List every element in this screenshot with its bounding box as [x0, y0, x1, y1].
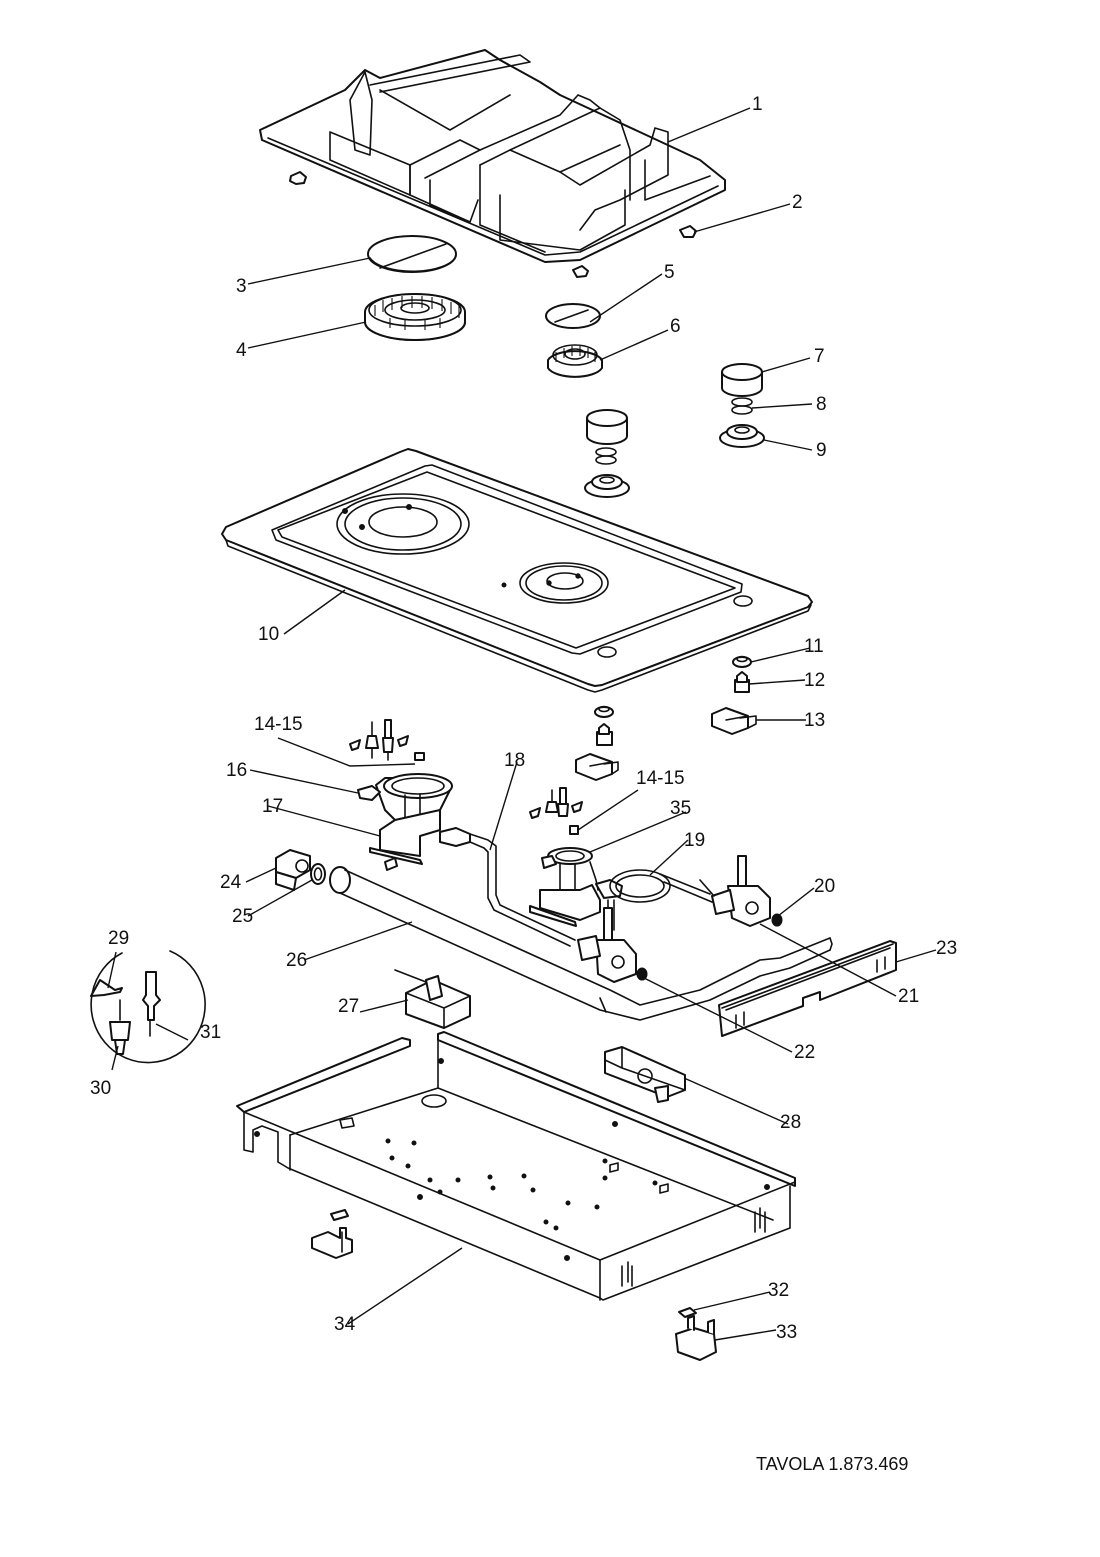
- part-bottom-casing: [236, 1031, 796, 1301]
- label-27: 27: [338, 996, 359, 1017]
- part-ignition-button: [734, 671, 750, 693]
- label-10: 10: [258, 624, 279, 645]
- label-30: 30: [90, 1078, 111, 1099]
- part-elbow-fitting: [275, 849, 311, 891]
- label-22: 22: [794, 1042, 815, 1063]
- part-ignition-button-cap: [732, 655, 752, 668]
- part-electrode-set-center: [529, 787, 583, 835]
- label-31: 31: [200, 1022, 221, 1043]
- part-microswitch-center: [575, 753, 619, 781]
- label-11: 11: [804, 636, 824, 657]
- label-14-15-center: 14-15: [636, 768, 685, 789]
- label-33: 33: [776, 1322, 797, 1343]
- part-control-knob-center: [586, 409, 628, 445]
- label-8: 8: [816, 394, 827, 415]
- label-12: 12: [804, 670, 825, 691]
- leader-lines: [107, 107, 937, 1341]
- footer-drawing-code: TAVOLA 1.873.469: [756, 1454, 908, 1474]
- label-13: 13: [804, 710, 825, 731]
- part-microswitch: [711, 707, 757, 735]
- part-knob-bezel-right: [719, 424, 765, 448]
- part-small-burner-cap: [545, 303, 601, 329]
- label-32: 32: [768, 1280, 789, 1301]
- part-electrode-set-left: [349, 719, 425, 761]
- part-injector-right: [771, 913, 783, 927]
- label-2: 2: [792, 192, 803, 213]
- label-6: 6: [670, 316, 681, 337]
- part-large-burner-crown: [364, 293, 466, 341]
- part-gas-tap-center: [577, 907, 637, 983]
- callout-labels: 1 2 3 4 5 6 7 8 9 10 11 12 13 14-15 16 1…: [90, 94, 957, 1343]
- part-knob-spring-center: [595, 447, 617, 465]
- part-top-plate: [221, 448, 813, 693]
- label-7: 7: [814, 346, 825, 367]
- part-front-panel-bracket: [718, 940, 897, 1037]
- part-large-burner-cap: [367, 235, 457, 273]
- part-burner-bracket: [369, 809, 471, 865]
- part-knob-bezel-center: [584, 474, 630, 498]
- label-35: 35: [670, 798, 691, 819]
- part-terminal-block: [604, 1046, 686, 1103]
- label-16: 16: [226, 760, 247, 781]
- label-20: 20: [814, 876, 835, 897]
- label-3: 3: [236, 276, 247, 297]
- label-9: 9: [816, 440, 827, 461]
- label-18: 18: [504, 750, 525, 771]
- label-24: 24: [220, 872, 242, 893]
- part-inset-electrodes: [90, 950, 206, 1064]
- part-ignition-button-cap-center: [594, 705, 614, 718]
- part-small-burner-crown: [547, 344, 603, 378]
- label-1: 1: [752, 94, 763, 115]
- part-fixing-clip-screw: [678, 1307, 697, 1318]
- label-19: 19: [684, 830, 705, 851]
- part-fixing-clip-left: [311, 1209, 353, 1259]
- label-14-15-left: 14-15: [254, 714, 303, 735]
- part-gas-manifold: [329, 857, 833, 1021]
- part-ignition-button-center: [596, 723, 613, 746]
- label-29: 29: [108, 928, 129, 949]
- label-4: 4: [236, 340, 247, 361]
- label-25: 25: [232, 906, 253, 927]
- part-knob-spring-right: [731, 397, 753, 415]
- part-control-knob-right: [721, 363, 763, 397]
- part-gas-pipe-small-burner: [607, 869, 713, 931]
- part-fixing-clip: [675, 1315, 717, 1361]
- part-injector-center: [636, 967, 648, 981]
- label-17: 17: [262, 796, 283, 817]
- part-gasket: [310, 863, 326, 885]
- label-28: 28: [780, 1112, 801, 1133]
- label-23: 23: [936, 938, 957, 959]
- part-spark-generator: [394, 969, 471, 1029]
- label-34: 34: [334, 1314, 356, 1335]
- part-pan-support-grid: [259, 49, 726, 278]
- label-5: 5: [664, 262, 675, 283]
- part-gas-pipe-large-burner: [469, 833, 576, 947]
- part-gas-tap-right: [699, 855, 771, 927]
- label-26: 26: [286, 950, 307, 971]
- label-21: 21: [898, 986, 919, 1007]
